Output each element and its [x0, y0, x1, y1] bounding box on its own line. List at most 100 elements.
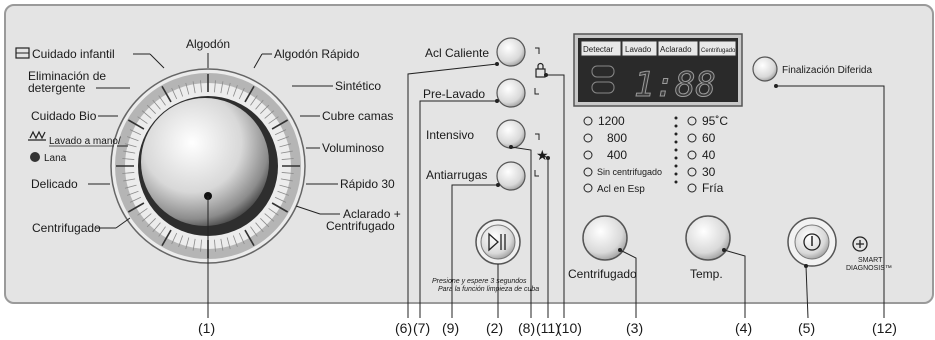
dial-tick: [255, 99, 264, 110]
dial-tick: [124, 143, 137, 148]
dial-tick: [152, 222, 161, 233]
dial-knob[interactable]: [141, 98, 269, 226]
dial-tick: [178, 85, 184, 97]
callout-dots: [495, 62, 808, 268]
antiarrugas-button[interactable]: [496, 161, 526, 191]
callout-leaders: [207, 63, 885, 319]
dial-tick: [279, 184, 292, 189]
program-eliminacion-line2: detergente: [28, 81, 86, 95]
dial-tick: [185, 237, 190, 250]
display-tab-lavado: Lavado: [625, 45, 652, 54]
display-tab-detectar: Detectar: [583, 45, 614, 54]
intensivo-label: Intensivo: [426, 128, 474, 142]
dial-tick: [185, 82, 190, 95]
dial-tick: [220, 81, 224, 94]
dial-tick: [192, 238, 196, 251]
program-lavado-a-mano: Lavado a mano/: [49, 136, 121, 147]
display-tab-aclarado: Aclarado: [660, 45, 692, 54]
dial-tick: [152, 99, 161, 110]
dial-tick: [123, 178, 136, 182]
dial-tick: [171, 232, 178, 245]
spin-speed-list: [583, 116, 593, 193]
child-care-icon: [15, 47, 30, 59]
program-algodon-rapido: Algodón Rápido: [274, 47, 360, 61]
smart-label: SMART: [858, 257, 883, 264]
dial-tick: [277, 190, 289, 196]
play-pause-icon: [488, 232, 499, 252]
dial-tick: [127, 136, 139, 142]
dial-tick: [214, 80, 216, 93]
dial-tick: [146, 104, 156, 114]
acl-caliente-label: Acl Caliente: [425, 46, 489, 60]
dial-tick: [280, 178, 293, 182]
program-cuidado-bio: Cuidado Bio: [31, 109, 97, 123]
spin-acl-en-esp: Acl en Esp: [597, 184, 645, 195]
program-voluminoso: Voluminoso: [322, 141, 384, 155]
centrifugado-button[interactable]: [582, 215, 628, 261]
dial-tick: [124, 184, 137, 189]
temp-30: 30: [702, 165, 716, 179]
callout-8: (8): [518, 320, 535, 336]
dial-tick: [260, 218, 270, 228]
dotted-divider: [674, 116, 678, 184]
program-centrifugado: Centrifugado: [32, 221, 101, 235]
dial-tick: [279, 143, 292, 148]
dial-ticks: [116, 74, 300, 258]
dial-tick: [122, 158, 135, 160]
dial-tick: [178, 235, 184, 247]
power-icon: [803, 233, 821, 251]
dial-tick: [226, 237, 231, 250]
intensivo-button[interactable]: [496, 119, 526, 149]
antiarrugas-label: Antiarrugas: [426, 168, 487, 182]
callout-4: (4): [735, 320, 752, 336]
temp-button[interactable]: [685, 215, 731, 261]
dial-tick: [161, 229, 172, 247]
dial-tick: [244, 229, 255, 247]
finalizacion-diferida-label: Finalización Diferida: [782, 65, 872, 76]
program-aclarado-line1: Aclarado +: [343, 207, 401, 221]
program-sintetico: Sintético: [335, 79, 381, 93]
dial-tick: [137, 208, 148, 216]
callout-5: (5): [798, 320, 815, 336]
spin-400: 400: [607, 148, 627, 162]
dial-tick: [127, 119, 145, 130]
pre-lavado-button[interactable]: [496, 78, 526, 108]
child-lock-icon: [535, 62, 546, 78]
dial-tick: [277, 136, 289, 142]
callout-6: (6): [395, 320, 412, 336]
dial-tick: [141, 213, 152, 222]
dial-tick: [158, 95, 166, 106]
program-cubre-camas: Cubre camas: [322, 109, 393, 123]
dial-tick: [214, 239, 216, 252]
dial-tick: [274, 196, 287, 203]
dial-tick: [200, 239, 202, 252]
acl-caliente-button[interactable]: [496, 37, 526, 67]
dial-tick: [171, 87, 178, 100]
start-indicator-icon: [591, 81, 615, 94]
spin-1200: 1200: [598, 114, 625, 128]
dial-tick: [226, 82, 231, 95]
dial-tick: [238, 87, 245, 100]
temp-95: 95˚C: [702, 114, 728, 128]
centrifugado-label: Centrifugado: [568, 267, 637, 281]
dial-tick: [271, 202, 289, 213]
lcd-display: Detectar Lavado Aclarado Centrifugado 1:…: [573, 33, 743, 107]
note-line1: Presione y espere 3 segundos: [432, 278, 527, 285]
dial-tick: [260, 104, 270, 114]
display-digits: 1:88: [634, 65, 716, 105]
program-cuidado-infantil: Cuidado infantil: [32, 47, 115, 61]
hand-wash-icon: [28, 130, 46, 141]
program-dial[interactable]: [110, 68, 306, 264]
dial-tick: [141, 110, 152, 119]
spin-800: 800: [607, 131, 627, 145]
dial-tick: [129, 129, 142, 136]
dial-tick: [250, 226, 258, 237]
program-lana: Lana: [44, 153, 67, 164]
spin-indicator-icon: [591, 65, 615, 78]
callout-10: (10): [557, 320, 582, 336]
finalizacion-diferida-button[interactable]: [752, 56, 778, 82]
dial-tick: [127, 202, 145, 213]
note-line2: Para la función limpieza de cuba: [438, 286, 539, 293]
dial-tick: [200, 80, 202, 93]
